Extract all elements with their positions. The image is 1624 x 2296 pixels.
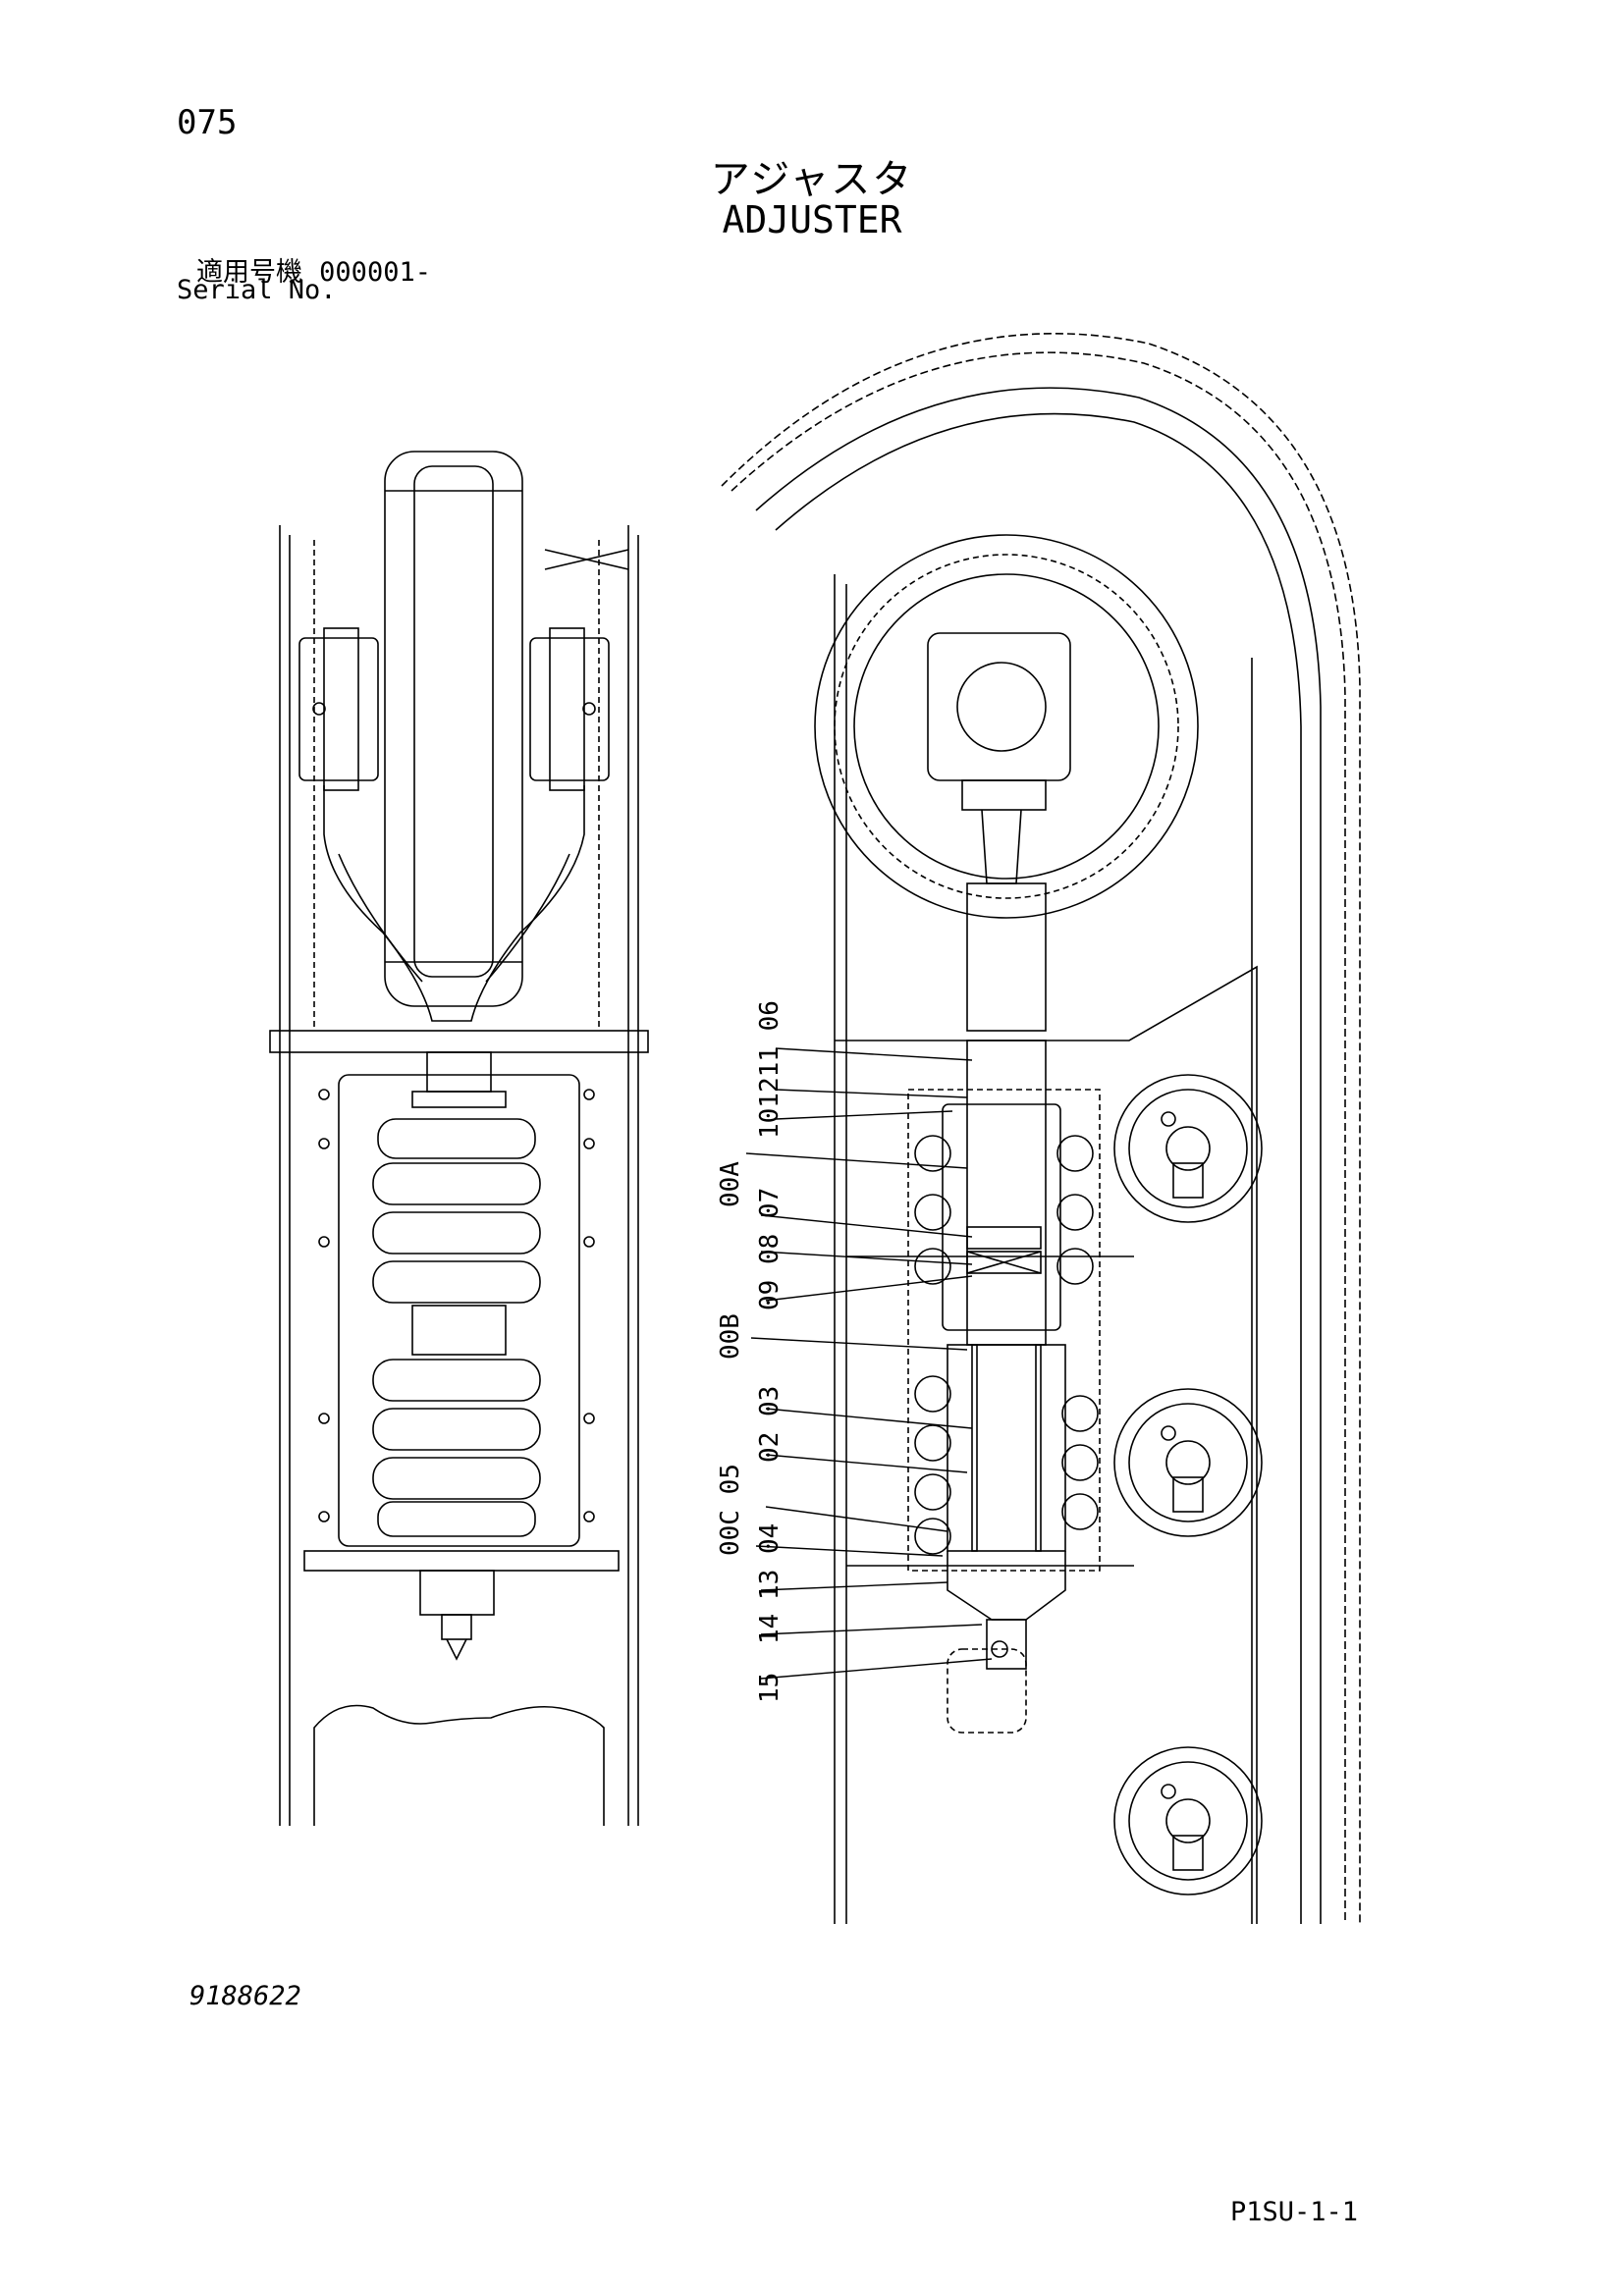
serial-label-english: Serial No. [177, 275, 337, 305]
title-japanese: アジャスタ [710, 157, 914, 202]
callout-c8: 14 [755, 1614, 785, 1644]
leader-lines [745, 1047, 993, 1680]
callout-labels: 101211 06 00A 09 08 07 00B 02 03 00C 05 … [716, 1000, 785, 1703]
left-view [269, 451, 649, 1826]
callout-c2: 00A [716, 1161, 745, 1207]
callout-c7: 13 04 [755, 1523, 785, 1600]
callout-c4: 00B [716, 1313, 745, 1360]
callout-c1: 101211 06 [755, 1000, 785, 1139]
callout-c5: 02 03 [755, 1386, 785, 1463]
page-code: P1SU-1-1 [1230, 2197, 1359, 2227]
callout-c9: 15 [755, 1673, 785, 1703]
title-english: ADJUSTER [722, 198, 902, 241]
page-number: 075 [177, 103, 238, 142]
serial-label-jp: 適用号機 [196, 257, 302, 288]
right-view [721, 333, 1361, 1924]
callout-c6: 00C 05 [716, 1464, 745, 1556]
callout-c3: 09 08 07 [755, 1188, 785, 1310]
serial-value: 000001- [319, 257, 431, 288]
drawing-number: 9188622 [189, 1981, 301, 2011]
serial-line-japanese: 適用号機 000001- [196, 250, 431, 289]
